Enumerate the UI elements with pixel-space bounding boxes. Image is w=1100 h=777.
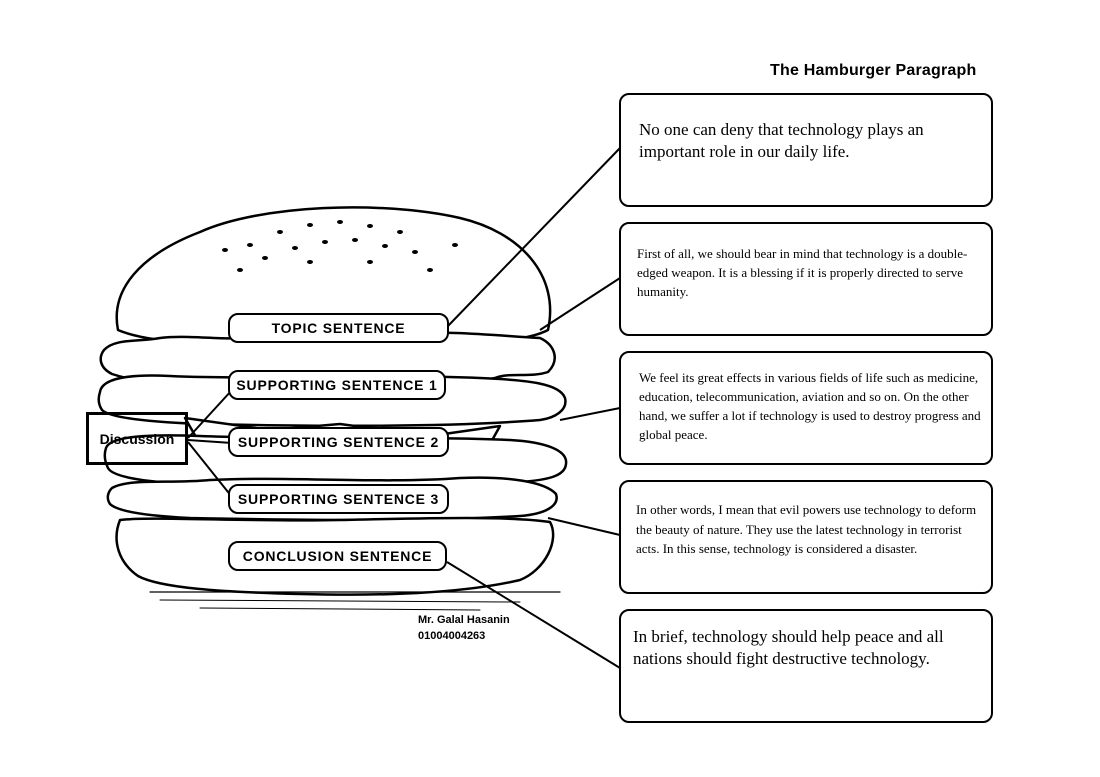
upper-patty <box>97 374 567 428</box>
supporting-sentence-1-text: First of all, we should bear in mind tha… <box>637 246 968 299</box>
conclusion-sentence-text: In brief, technology should help peace a… <box>633 627 944 668</box>
author-phone: 01004004263 <box>418 630 486 642</box>
author-credit: Mr. Galal Hasanin 01004004263 <box>418 612 510 644</box>
connector-discussion-3 <box>187 441 233 498</box>
connector-discussion-2 <box>187 439 233 444</box>
label-supporting-sentence-3: Supporting Sentence 3 <box>228 484 449 514</box>
label-supporting-sentence-1: Supporting Sentence 1 <box>228 370 446 400</box>
label-supporting-sentence-2: Supporting Sentence 2 <box>228 427 449 457</box>
topic-sentence-box: No one can deny that technology plays an… <box>619 93 993 207</box>
connector-support2 <box>559 407 621 421</box>
label-conclusion-sentence: Conclusion Sentence <box>228 541 447 571</box>
connector-topic <box>447 147 621 327</box>
supporting-sentence-3-text: In other words, I mean that evil powers … <box>636 502 977 556</box>
label-topic-sentence: Topic Sentence <box>228 313 449 343</box>
connector-conclusion <box>446 561 621 669</box>
connector-support3 <box>547 517 621 536</box>
supporting-sentence-2-box: We feel its great effects in various fie… <box>619 351 993 465</box>
supporting-sentence-2-text: We feel its great effects in various fie… <box>639 370 981 442</box>
conclusion-sentence-box: In brief, technology should help peace a… <box>619 609 993 723</box>
connector-discussion-1 <box>187 389 233 439</box>
topic-sentence-text: No one can deny that technology plays an… <box>639 120 924 161</box>
sesame-seeds <box>222 220 458 272</box>
connector-support1 <box>539 277 621 331</box>
author-name: Mr. Galal Hasanin <box>418 614 510 626</box>
supporting-sentence-3-box: In other words, I mean that evil powers … <box>619 480 993 594</box>
page-title: The Hamburger Paragraph <box>770 62 977 79</box>
discussion-box: Discussion <box>86 412 188 465</box>
supporting-sentence-1-box: First of all, we should bear in mind tha… <box>619 222 993 336</box>
